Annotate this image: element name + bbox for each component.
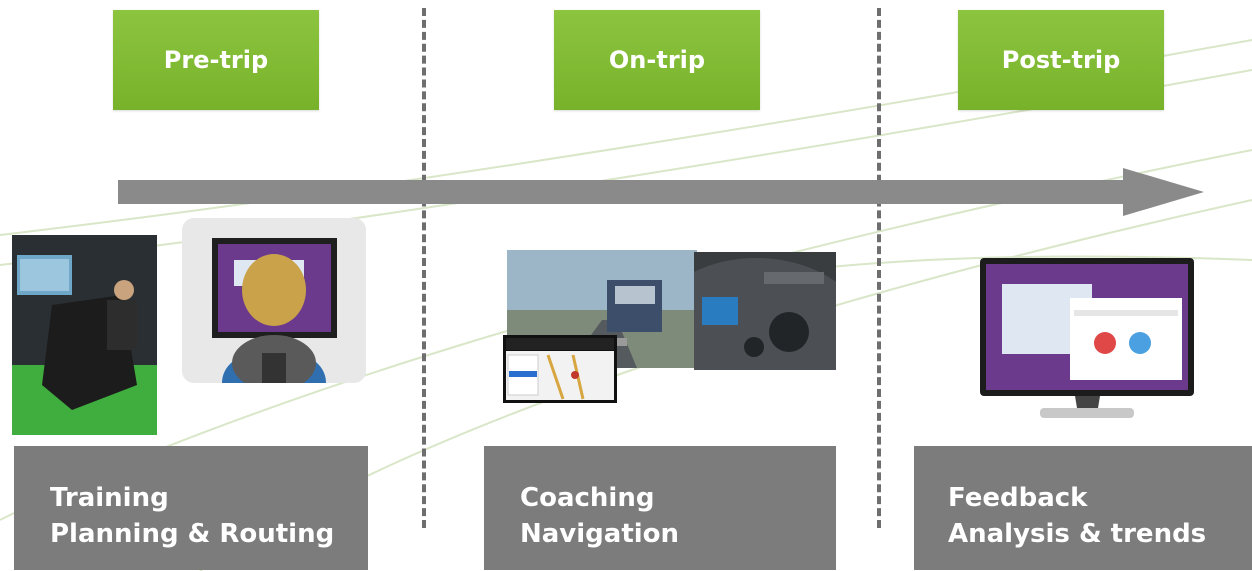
dashboard-photo <box>694 252 836 370</box>
divider-on-post <box>877 8 881 528</box>
category-pre-trip-line1: Training <box>50 483 169 513</box>
category-on-trip-line2: Navigation <box>520 519 680 549</box>
phase-post-trip-label: Post-trip <box>1001 46 1121 74</box>
analytics-monitor-illustration <box>980 258 1194 418</box>
category-on-trip-line1: Coaching <box>520 483 655 513</box>
timeline-arrow <box>118 168 1204 216</box>
category-post-trip: Feedback Analysis & trends <box>914 446 1252 570</box>
category-pre-trip-line2: Planning & Routing <box>50 519 335 549</box>
phase-pre-trip: Pre-trip <box>113 10 319 110</box>
simulator-photo <box>12 235 157 435</box>
phase-on-trip-label: On-trip <box>608 46 706 74</box>
category-pre-trip: Training Planning & Routing <box>14 446 368 570</box>
category-post-trip-line1: Feedback <box>948 483 1088 513</box>
phase-post-trip: Post-trip <box>958 10 1164 110</box>
phase-pre-trip-label: Pre-trip <box>163 46 269 74</box>
divider-pre-on <box>422 8 426 528</box>
navigation-device-screen <box>503 335 617 403</box>
category-on-trip: Coaching Navigation <box>484 446 836 570</box>
driver-screen-illustration <box>182 218 366 383</box>
phase-on-trip: On-trip <box>554 10 760 110</box>
category-post-trip-line2: Analysis & trends <box>948 519 1207 549</box>
